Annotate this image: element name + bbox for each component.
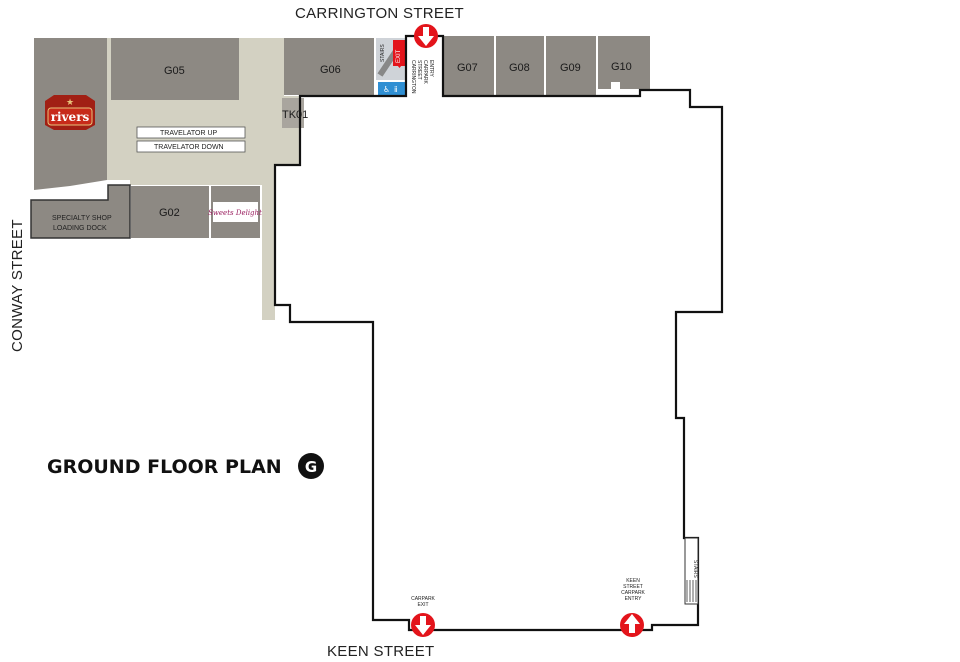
svg-text:STREET: STREET: [416, 60, 422, 80]
travelator-down-label: TRAVELATOR DOWN: [154, 144, 224, 151]
svg-text:CARRINGTON: CARRINGTON: [410, 60, 416, 94]
label-g05: G05: [164, 65, 185, 77]
loading-dock: [30, 184, 131, 239]
label-g06: G06: [320, 64, 341, 76]
keen-entry-arrow: [620, 613, 644, 637]
ground-badge: [298, 453, 324, 479]
unit-g09[interactable]: [546, 36, 596, 96]
toilets-icon: ⅱ: [394, 85, 398, 94]
stairs-keen: [684, 537, 699, 605]
stairs-keen-label: STAIRS: [692, 560, 698, 578]
street-north: CARRINGTON STREET: [295, 5, 464, 22]
unit-g05[interactable]: [111, 38, 239, 100]
keen-entry-label-1: KEEN: [626, 578, 640, 584]
stairs-top-label: STAIRS: [380, 44, 386, 62]
unit-tk01[interactable]: [282, 98, 304, 128]
keen-entry-label-4: ENTRY: [625, 596, 643, 602]
unit-g08[interactable]: [496, 36, 544, 96]
loading-dock-label-2: LOADING DOCK: [53, 225, 107, 232]
travelator-up-label: TRAVELATOR UP: [160, 130, 218, 137]
g10-small-marker: [611, 82, 620, 91]
floor-plan-title: GROUND FLOOR PLAN: [47, 456, 282, 478]
mall-corridor: [107, 38, 300, 320]
sweet-shop-logo-text: Sweets Delight: [208, 209, 262, 217]
keen-entry-label-2: STREET: [623, 584, 643, 590]
loading-dock-label-1: SPECIALTY SHOP: [52, 215, 112, 222]
label-g10: G10: [611, 61, 632, 73]
accessible-icon: ♿: [383, 85, 390, 94]
exit-tag-label: EXIT: [396, 49, 402, 63]
toilets-sign: [378, 82, 406, 95]
label-g09: G09: [560, 62, 581, 74]
carrington-entry-label: CARRINGTON STREET CARPARK ENTRY: [410, 60, 434, 94]
label-tk01: TK01: [282, 109, 308, 121]
unit-g10[interactable]: [598, 36, 650, 89]
ground-badge-letter: G: [305, 458, 317, 476]
carrington-entry-arrow: [414, 24, 438, 48]
svg-text:ENTRY: ENTRY: [428, 60, 434, 78]
rivers-star-icon: ★: [66, 98, 74, 108]
carpark-outline: [273, 34, 724, 632]
travelator-up-box: [136, 126, 246, 139]
exit-tag-arrow: [393, 60, 406, 68]
rivers-logo-text: rivers: [51, 110, 90, 124]
travelator-down-box: [136, 140, 246, 153]
keen-entry-label-3: CARPARK: [621, 590, 645, 596]
unit-g02[interactable]: [131, 186, 209, 238]
label-g07: G07: [457, 62, 478, 74]
unit-g07[interactable]: [443, 36, 494, 96]
street-south: KEEN STREET: [327, 643, 435, 660]
exit-tag: [393, 40, 406, 66]
carpark-exit-label-2: EXIT: [417, 602, 428, 608]
unit-g06[interactable]: [284, 38, 374, 95]
rivers-logo[interactable]: [45, 95, 95, 130]
carpark-exit-label-1: CARPARK: [411, 596, 435, 602]
street-west: CONWAY STREET: [9, 219, 26, 352]
svg-text:CARPARK: CARPARK: [422, 60, 428, 84]
label-g02: G02: [159, 207, 180, 219]
carpark-exit-arrow: [411, 613, 435, 637]
label-g08: G08: [509, 62, 530, 74]
sweet-shop-logo-bg: [213, 202, 258, 222]
